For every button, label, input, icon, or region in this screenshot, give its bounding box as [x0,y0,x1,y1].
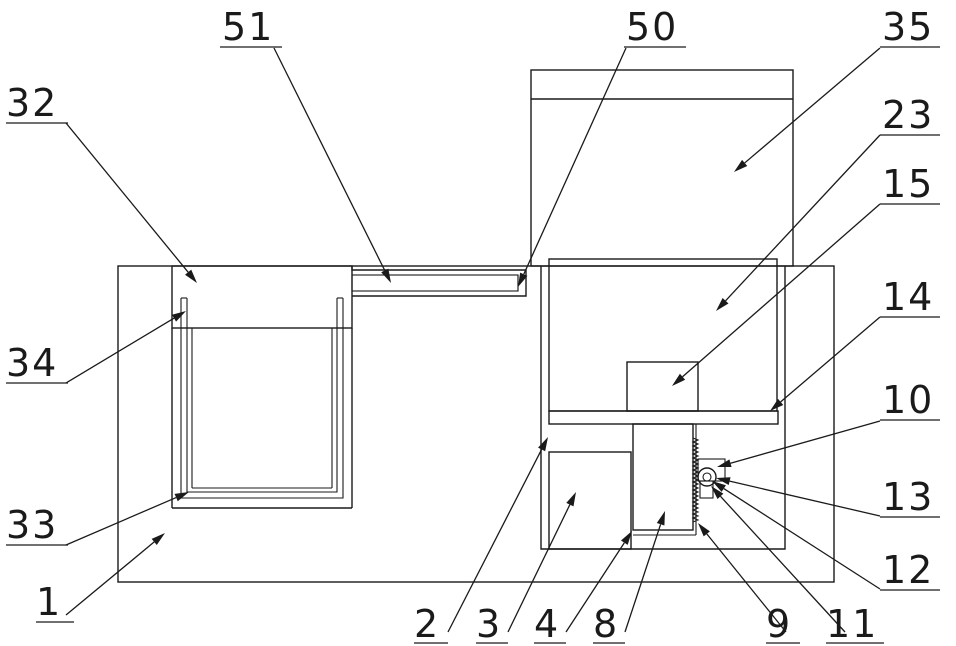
callout-3: 3 [476,602,502,646]
part-plate [549,411,778,424]
part-gear-outer [698,468,716,486]
arrowhead-32 [185,270,197,283]
callout-8: 8 [593,602,619,646]
callout-35: 35 [882,5,934,49]
part-gear-inner [703,473,711,481]
arrowhead-10 [717,459,732,467]
callout-9: 9 [766,602,792,646]
arrowhead-33 [175,492,189,501]
leader-line-13 [730,481,880,516]
part-inner-basket-inner [187,298,337,492]
callout-10: 10 [882,378,934,422]
leader-line-51 [274,48,385,270]
arrowhead-8 [657,511,665,526]
part-left-tank-cover [172,266,352,328]
arrowhead-3 [566,492,576,506]
callout-4: 4 [534,602,560,646]
leader-line-34 [66,318,174,383]
leader-line-1 [66,542,154,615]
callout-1: 1 [36,580,62,624]
callout-23: 23 [882,93,934,137]
leader-lines [66,48,880,632]
part-motor-bracket [700,481,713,498]
leader-line-35 [745,48,880,163]
leader-line-50 [524,48,626,274]
callout-50: 50 [626,5,678,49]
callout-14: 14 [882,275,934,319]
part-center-block [627,362,698,411]
callout-32: 32 [6,81,58,125]
arrowhead-2 [538,437,548,451]
callout-underlines [6,47,940,643]
arrowhead-51 [381,269,391,283]
callout-12: 12 [882,548,934,592]
leader-line-32 [66,123,188,272]
callout-33: 33 [6,503,58,547]
machine-parts [118,70,834,582]
leader-line-12 [724,489,880,589]
part-right-housing [541,266,785,549]
callout-51: 51 [222,5,274,49]
leader-line-14 [781,317,880,402]
part-pipe-inner [352,275,518,291]
callout-2: 2 [414,602,440,646]
leader-line-10 [730,421,880,463]
arrowhead-34 [172,311,186,322]
part-lower-compartment [549,452,631,549]
arrowhead-9 [698,523,710,536]
callout-34: 34 [6,341,58,385]
callout-11: 11 [826,602,878,646]
callout-13: 13 [882,475,934,519]
callout-15: 15 [882,162,934,206]
leader-line-15 [683,204,880,377]
